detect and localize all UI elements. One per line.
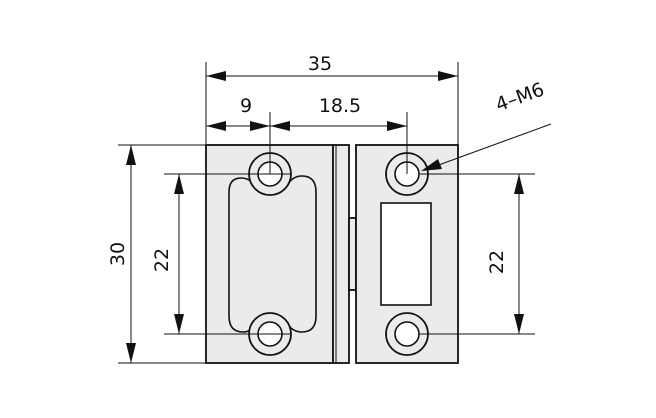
dim-left-offset-label: 9 (240, 95, 252, 117)
thread-callout-label: 4–M6 (493, 78, 548, 116)
dim-hole-spacing-horizontal-label: 18.5 (319, 95, 361, 117)
thread-callout-leader (421, 123, 552, 171)
hole-bottom-right (385, 312, 429, 356)
dim-overall-height (126, 145, 136, 363)
dim-right-hole-spacing (514, 174, 524, 334)
hinge-knuckle (332, 144, 357, 364)
right-leaf-rect-slot (380, 202, 432, 306)
dim-chain-horizontal (206, 121, 407, 131)
dim-left-hole-spacing (174, 174, 184, 334)
dim-overall-height-label: 30 (107, 242, 129, 266)
dim-right-hole-spacing-label: 22 (486, 250, 508, 274)
dim-overall-width-label: 35 (308, 53, 332, 75)
knuckle-center-segment (348, 217, 357, 291)
knuckle-left-strip (332, 144, 350, 364)
dim-left-hole-spacing-label: 22 (151, 248, 173, 272)
dim-overall-width (206, 71, 458, 81)
